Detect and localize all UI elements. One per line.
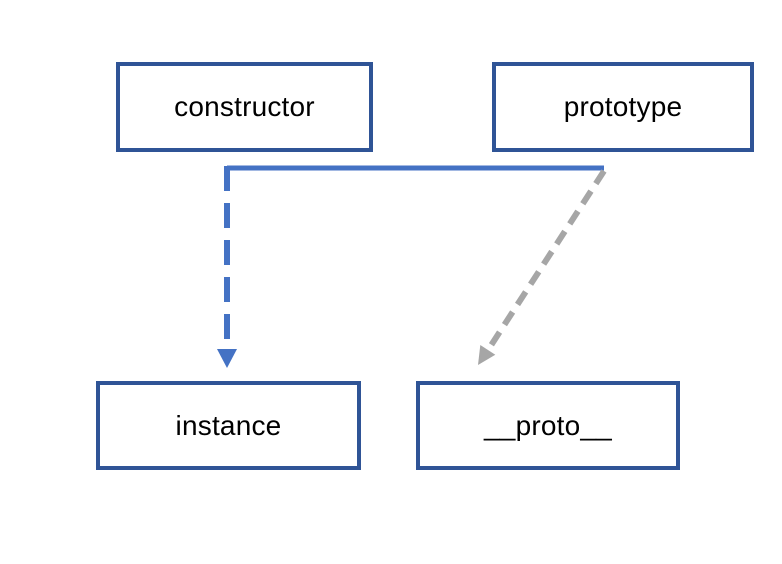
connector-prototype-to-instance [217,165,604,368]
connector-prototype-to-proto [478,169,607,365]
node-prototype-label: prototype [563,91,683,122]
node-proto-label: __proto__ [484,409,612,441]
node-constructor-label: constructor [174,91,315,122]
node-instance: instance [96,381,361,470]
node-proto: __proto__ [416,381,680,470]
diagonal-dashed-line [485,169,607,352]
node-instance-label: instance [175,409,282,441]
arrow-down-left-icon [478,345,496,365]
node-constructor: constructor [116,62,373,152]
arrow-down-icon [217,349,237,368]
node-prototype: prototype [492,62,754,152]
